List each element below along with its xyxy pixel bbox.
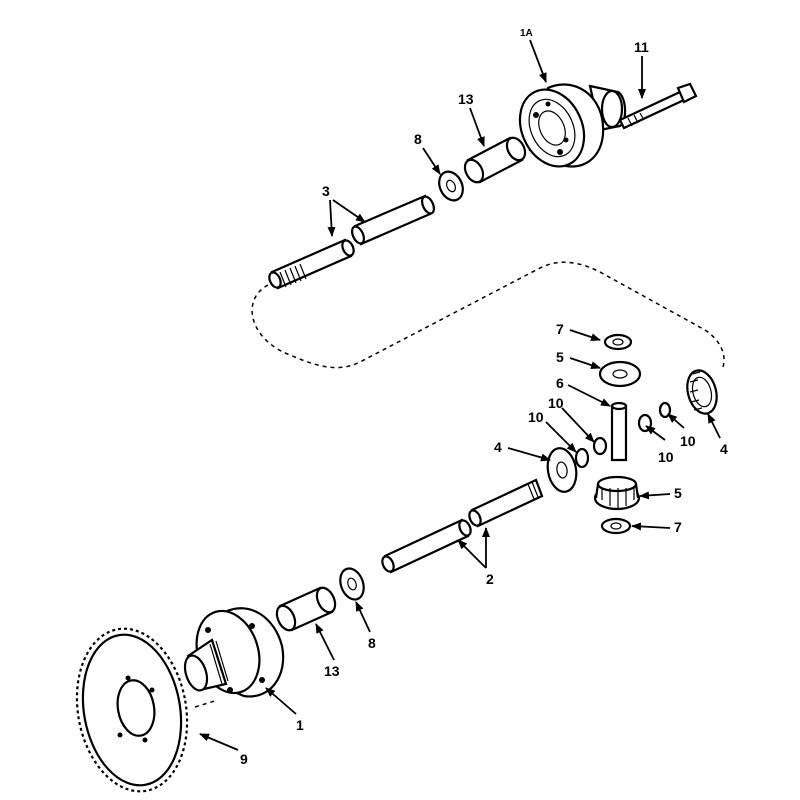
callout-4-left: 4 — [494, 439, 502, 455]
callout-4-right: 4 — [720, 441, 728, 457]
part-8-bottom-washer — [339, 567, 365, 601]
callout-7-top: 7 — [556, 321, 564, 337]
callout-labels: 1A 11 13 8 3 7 5 6 10 10 10 10 4 4 5 7 2… — [240, 28, 728, 767]
part-7-top-washer — [603, 333, 633, 351]
callout-6: 6 — [556, 375, 564, 391]
part-13-top-bushing — [463, 136, 527, 184]
callout-5-bottom: 5 — [674, 485, 682, 501]
callout-7-bottom: 7 — [674, 519, 682, 535]
callout-3: 3 — [322, 183, 330, 199]
part-5-top-gear — [598, 360, 642, 388]
callout-10-d: 10 — [680, 433, 696, 449]
callout-8-top: 8 — [414, 131, 422, 147]
part-6-cross-pin — [610, 401, 628, 462]
callout-13-bottom: 13 — [324, 663, 340, 679]
part-9-sprocket — [75, 627, 189, 793]
part-4-right-pinion — [686, 369, 718, 415]
dashed-assembly-path — [251, 261, 725, 371]
callout-1a: 1A — [520, 28, 533, 39]
callout-1: 1 — [296, 717, 304, 733]
callout-5-top: 5 — [556, 349, 564, 365]
part-4-left-bevel-gear — [546, 447, 578, 493]
part-3-upper-axle — [268, 194, 436, 290]
dashed-sprocket-path — [194, 699, 219, 708]
callout-10-a: 10 — [548, 395, 564, 411]
callout-9: 9 — [240, 751, 248, 767]
leader-lines — [199, 39, 721, 751]
part-1a-housing — [518, 83, 627, 168]
callout-11: 11 — [634, 39, 649, 55]
part-8-top-washer — [438, 170, 464, 202]
part-13-bottom-bushing — [275, 586, 337, 632]
callout-13-top: 13 — [458, 91, 474, 107]
part-2-lower-axle — [381, 478, 544, 574]
part-7-bottom-washer — [600, 517, 632, 535]
part-5-bottom-gear — [593, 475, 641, 511]
callout-2: 2 — [486, 571, 494, 587]
part-1-housing — [183, 607, 285, 698]
part-11-bolt — [618, 82, 698, 130]
callout-10-b: 10 — [528, 409, 544, 425]
callout-8-bottom: 8 — [368, 635, 376, 651]
callout-10-c: 10 — [658, 449, 674, 465]
